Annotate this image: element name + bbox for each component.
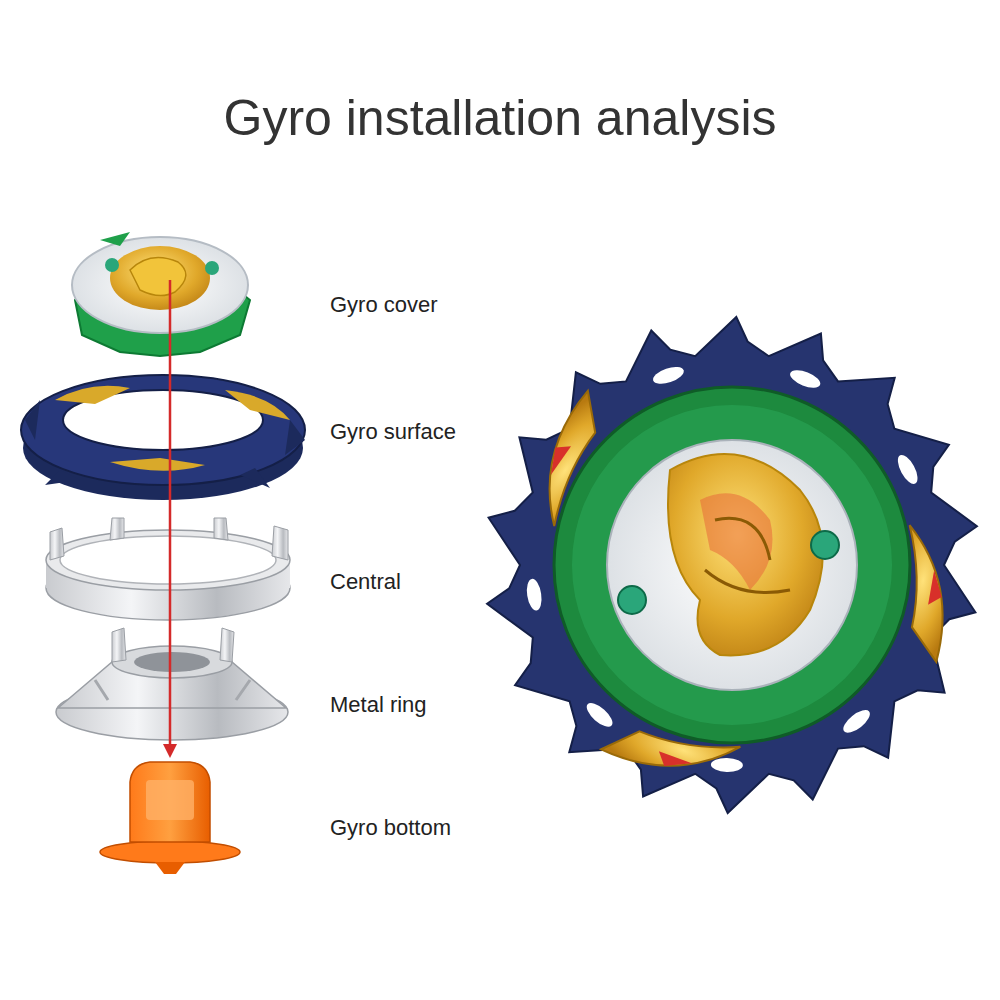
part-label: Gyro surface bbox=[330, 419, 456, 445]
metal-ring-part bbox=[56, 628, 288, 740]
gold-wing bbox=[601, 702, 741, 794]
diagram-title: Gyro installation analysis bbox=[0, 89, 1000, 147]
ring-opening bbox=[711, 757, 743, 772]
ring-opening bbox=[788, 367, 823, 392]
central-part bbox=[46, 518, 290, 620]
assembled-gyro bbox=[487, 317, 977, 813]
ring-opening bbox=[840, 706, 874, 737]
ring-opening bbox=[583, 699, 616, 731]
part-label: Central bbox=[330, 569, 401, 595]
ring-opening bbox=[894, 452, 922, 487]
ring-opening bbox=[651, 364, 686, 387]
part-label: Gyro cover bbox=[330, 292, 438, 318]
gold-wing bbox=[887, 525, 960, 662]
ring-opening bbox=[525, 578, 544, 612]
part-label: Gyro bottom bbox=[330, 815, 451, 841]
gyro-bottom-part bbox=[100, 762, 240, 874]
gyro-cover-part bbox=[72, 232, 250, 356]
gyro-surface-part bbox=[21, 375, 305, 500]
gold-wing bbox=[513, 390, 629, 526]
assembly-line bbox=[163, 280, 177, 758]
part-label: Metal ring bbox=[330, 692, 427, 718]
